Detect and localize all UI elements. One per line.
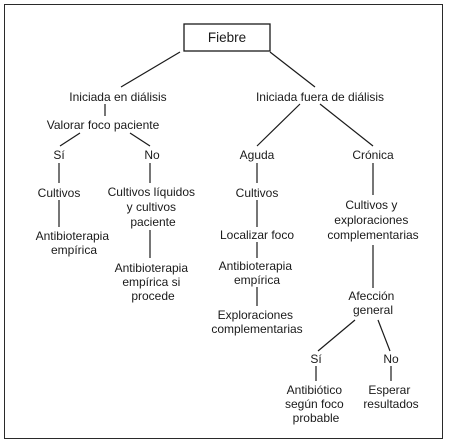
node-cultivos-2: Cultivos [236,186,279,200]
edge-valorar-no [129,132,151,147]
antib2-line-1: Antibioterapia [115,261,189,275]
edge-fuera-cronica [319,103,374,147]
edge-fiebre-fuera [269,51,316,88]
node-valorar-foco: Valorar foco paciente [47,118,160,132]
root-label: Fiebre [208,30,246,45]
node-antibiotico-foco: Antibiótico según foco probable [285,383,347,425]
node-no-1: No [144,148,160,162]
explor1-line-2: complementarias [211,322,302,336]
edge-afeccion-si [317,319,356,352]
antib1-line-2: empírica [51,243,97,257]
cultliq-line-2: y cultivos [127,200,176,214]
antib2-line-2: empírica si [122,275,180,289]
node-antibioterapia-1: Antibioterapia empírica [36,229,113,257]
antib1-line-1: Antibioterapia [36,229,110,243]
cultliq-line-3: paciente [130,215,176,229]
node-localizar-foco: Localizar foco [220,228,294,242]
node-antibioterapia-2: Antibioterapia empírica si procede [115,261,192,303]
node-afeccion-general: Afección general [348,289,397,317]
node-si-1: Sí [53,148,65,162]
cultexp-line-3: complementarias [327,228,418,242]
edge-fiebre-dialisis [120,51,181,88]
antib3-line-2: empírica [234,273,280,287]
node-antibioterapia-3: Antibioterapia empírica [219,259,296,287]
edge-fuera-aguda [256,103,301,147]
afeccion-line-2: general [353,303,393,317]
esperar-line-1: Esperar [368,383,410,397]
node-exploraciones-1: Exploraciones complementarias [211,308,302,336]
afeccion-line-1: Afección [348,289,394,303]
esperar-line-2: resultados [363,397,418,411]
explor1-line-1: Exploraciones [218,308,293,322]
node-aguda: Aguda [240,148,275,162]
edges [58,51,392,381]
antib3-line-1: Antibioterapia [219,259,293,273]
antib4-line-2: según foco [285,397,344,411]
node-iniciada-fuera-dialisis: Iniciada fuera de diálisis [256,90,384,104]
node-no-2: No [383,352,399,366]
edge-valorar-si [59,132,81,147]
node-si-2: Sí [310,352,322,366]
node-esperar-resultados: Esperar resultados [363,383,418,411]
antib2-line-3: procede [131,289,175,303]
cultexp-line-2: exploraciones [334,213,408,227]
node-iniciada-en-dialisis: Iniciada en diálisis [69,90,166,104]
node-cultivos-1: Cultivos [38,186,81,200]
cultliq-line-1: Cultivos líquidos [108,185,195,199]
antib4-line-1: Antibiótico [287,383,343,397]
node-fiebre: Fiebre [183,23,271,52]
diagram-frame [4,4,443,439]
edge-afeccion-no [377,319,391,352]
cultexp-line-1: Cultivos y [345,198,397,212]
root-box [183,23,271,52]
node-cultivos-exploraciones: Cultivos y exploraciones complementarias [327,198,418,242]
node-cultivos-liquidos: Cultivos líquidos y cultivos paciente [108,185,199,229]
antib4-line-3: probable [293,411,340,425]
node-cronica: Crónica [352,148,394,162]
